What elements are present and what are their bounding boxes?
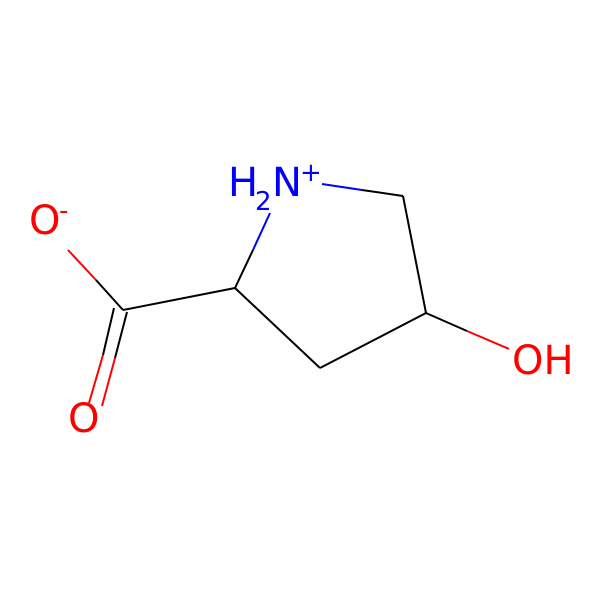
nitrogen-n-text: N (272, 160, 302, 206)
bond-ccarboxyl-ominus-o-half (67, 249, 97, 281)
bond-c2-ccarboxyl (122, 287, 236, 311)
bonds (67, 183, 510, 407)
bond-n-c5-c-half (361, 189, 404, 197)
bond-n-c5-n-half (321, 183, 363, 191)
nitrogen-charge-text: + (300, 158, 322, 188)
bond-c3-c4 (319, 312, 427, 369)
bond-n-c2-c-half (234, 249, 254, 289)
bond-c4-oh-o-half (466, 330, 510, 350)
bond-c4-oh-c-half (425, 312, 468, 332)
carboxylate-oxygen-text: O (29, 198, 60, 244)
carboxylate-oxygen-label: O - (29, 196, 68, 244)
bond-ccarboxyl-carbonyl-2-o-half (101, 357, 116, 407)
bond-c4-c5 (402, 195, 427, 314)
bond-n-c2-n-half (252, 212, 271, 251)
hydroxyl-text: OH (512, 338, 574, 384)
nitrogen-label: H 2 N + (228, 158, 322, 217)
bond-ccarboxyl-ominus-c-half (95, 279, 124, 311)
bond-ccarboxyl-carbonyl-2-c-half (114, 311, 128, 359)
bond-ccarboxyl-carbonyl-1-c-half (102, 307, 115, 356)
carbonyl-oxygen-text: O (68, 396, 99, 442)
nitrogen-h-text: H (228, 160, 258, 206)
nitrogen-subscript-text: 2 (255, 187, 272, 217)
bond-c2-c3 (234, 287, 321, 369)
carboxylate-oxygen-charge-text: - (59, 196, 68, 226)
atom-labels: H 2 N + O - O OH (29, 158, 574, 442)
bond-ccarboxyl-carbonyl-1-o-half (88, 354, 104, 404)
